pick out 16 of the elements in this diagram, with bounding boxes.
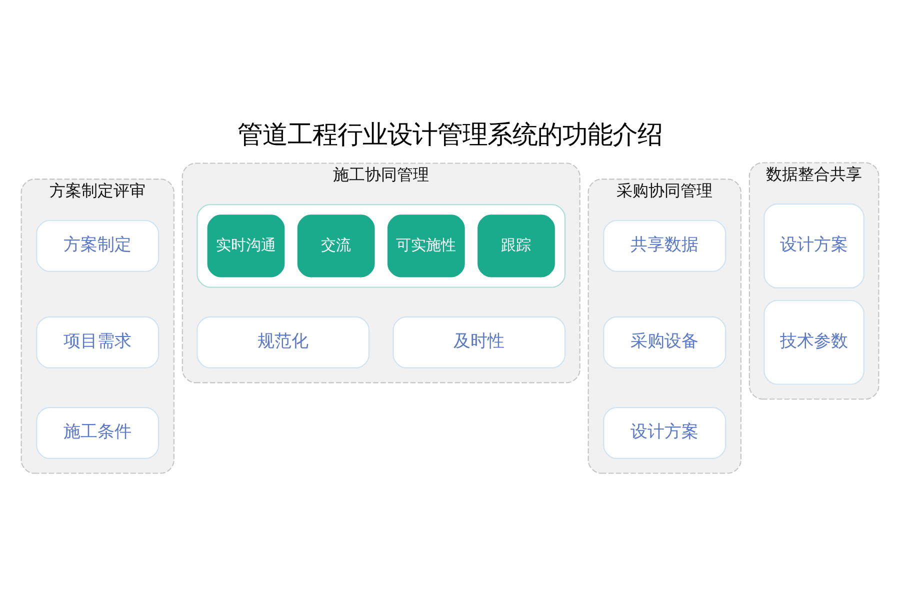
node-box: 设计方案 <box>603 407 726 459</box>
node-box: 及时性 <box>392 316 566 368</box>
node-box: 施工条件 <box>36 407 160 459</box>
node-box: 跟踪 <box>478 214 555 278</box>
cluster <box>196 204 566 288</box>
node-box: 可实施性 <box>387 214 465 278</box>
node-box: 实时沟通 <box>207 214 285 278</box>
node-box: 交流 <box>297 214 375 278</box>
diagram-title: 管道工程行业设计管理系统的功能介绍 <box>238 120 662 149</box>
node-box: 共享数据 <box>603 220 726 272</box>
node-box: 采购设备 <box>603 316 726 368</box>
node-box: 方案制定 <box>36 220 160 272</box>
node-box: 设计方案 <box>764 204 864 288</box>
node-box: 技术参数 <box>764 300 864 385</box>
node-box: 项目需求 <box>36 316 160 368</box>
node-box: 规范化 <box>196 316 370 368</box>
